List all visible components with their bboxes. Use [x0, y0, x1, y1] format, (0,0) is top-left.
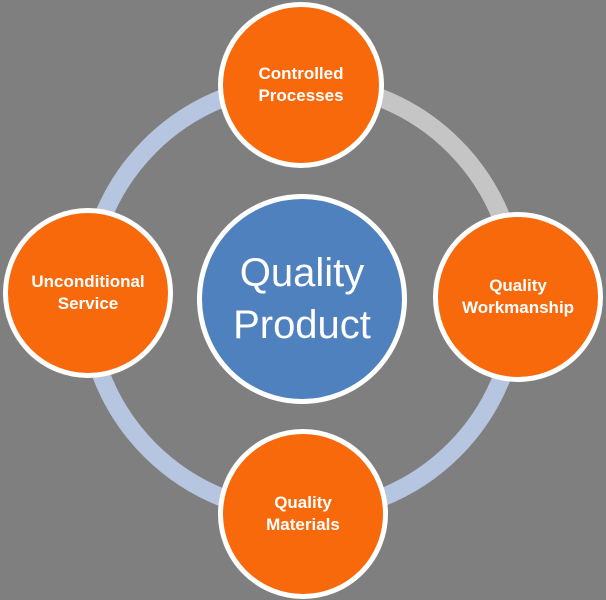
satellite-node-controlled-processes: Controlled Processes: [218, 2, 384, 168]
satellite-label-line-2: Processes: [258, 86, 344, 105]
satellite-label-line-1: Controlled: [258, 64, 344, 83]
satellite-node-unconditional-service: Unconditional Service: [3, 208, 173, 378]
satellite-node-quality-materials: Quality Materials: [218, 429, 388, 599]
satellite-label-line-2: Service: [57, 294, 119, 313]
center-label-line-2: Product: [233, 303, 371, 347]
center-label-line-1: Quality: [239, 251, 365, 295]
satellite-label-line-2: Materials: [266, 515, 340, 534]
center-node-quality-product: Quality Product: [197, 194, 407, 404]
satellite-node-quality-workmanship: Quality Workmanship: [433, 212, 603, 382]
satellite-label-line-1: Quality: [489, 276, 547, 295]
satellite-label-line-1: Quality: [274, 493, 332, 512]
satellite-label-line-1: Unconditional: [31, 272, 145, 291]
satellite-label-line-2: Workmanship: [461, 298, 575, 317]
